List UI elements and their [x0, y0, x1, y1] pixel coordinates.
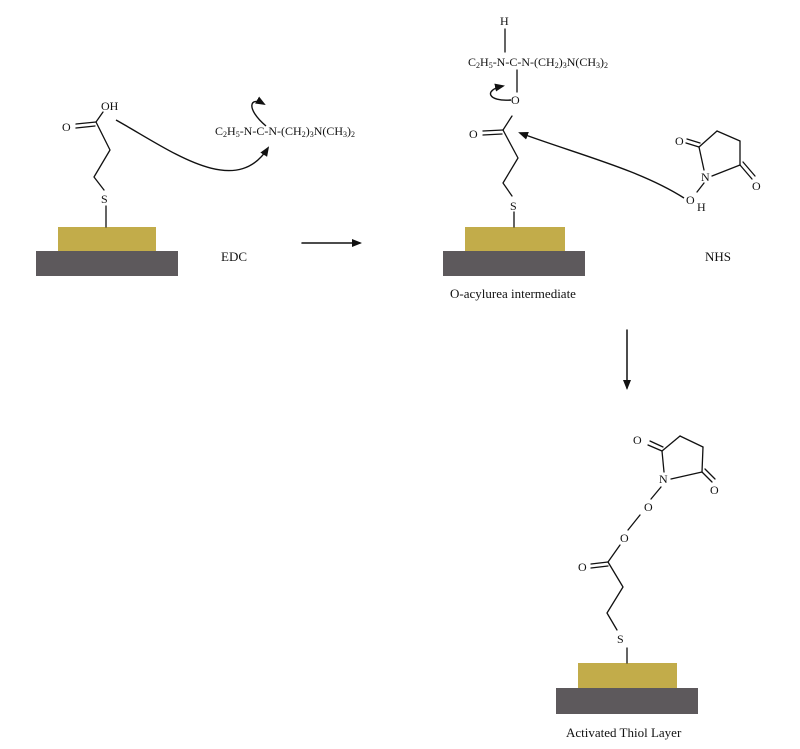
electron-arrow-loop-2 [489, 83, 512, 101]
substrate-slab-1 [36, 251, 178, 276]
succ-co-b [649, 440, 664, 448]
substrate-slab-3 [556, 688, 698, 714]
electron-arrow-loop [251, 96, 267, 127]
n-oxygen-3: O [644, 500, 653, 514]
carbonyl-oxygen-2: O [469, 127, 478, 141]
double-bond-3 [482, 129, 504, 132]
double-bond-6 [590, 565, 609, 569]
bond-c-o-ester [502, 115, 513, 131]
double-bond-4 [482, 133, 503, 136]
succ-oxygen-2: O [710, 483, 719, 497]
nhs-ring-1 [698, 146, 705, 171]
succ-ring-2 [661, 435, 681, 452]
ester-oxygen-3: O [620, 531, 629, 545]
bond-c-oh [95, 111, 104, 123]
nhs-co-c [739, 164, 753, 180]
attack-arrow-nhs-to-carbonyl [518, 131, 685, 199]
nhs-n-o [696, 182, 705, 193]
nhs-ring-2 [698, 130, 718, 148]
gold-layer-2 [465, 227, 565, 251]
succ-co-a [647, 444, 663, 452]
urea-formula: C2H5-N-C-N-(CH2)3N(CH3)2 [468, 55, 608, 70]
product-label: Activated Thiol Layer [566, 725, 682, 740]
nhs-nitrogen: N [701, 170, 710, 184]
succ-ring-3 [679, 435, 704, 448]
gold-layer-1 [58, 227, 156, 251]
nhs-co-d [742, 161, 756, 177]
succ-ring-4 [701, 446, 704, 473]
bond-o-n [650, 486, 662, 500]
nhs-label: NHS [705, 249, 731, 264]
panel-product: S O O O N O O Activated Thiol Layer [556, 433, 719, 740]
thiol-chain-3 [606, 561, 624, 631]
carbonyl-oxygen-3: O [578, 560, 587, 574]
ester-oxygen: O [511, 93, 520, 107]
urea-h: H [500, 14, 509, 28]
attack-arrow-oh-to-carbodiimide [115, 119, 270, 172]
edc-label: EDC [221, 249, 247, 264]
succ-co-c [701, 471, 713, 483]
carbonyl-oxygen: O [62, 120, 71, 134]
succ-oxygen-1: O [633, 433, 642, 447]
nhs-co-b [686, 138, 701, 144]
sulfur-atom-2: S [510, 199, 517, 213]
sulfur-atom: S [101, 192, 108, 206]
double-bond-5 [590, 561, 609, 565]
thiol-chain-2 [502, 129, 519, 197]
edc-formula: C2H5-N-C-N-(CH2)3N(CH3)2 [215, 124, 355, 139]
substrate-slab-2 [443, 251, 585, 276]
intermediate-label: O-acylurea intermediate [450, 286, 576, 301]
sulfur-atom-3: S [617, 632, 624, 646]
nhs-oxygen-1: O [675, 134, 684, 148]
nhs-co-a [685, 142, 700, 148]
hydroxyl-label: OH [101, 99, 119, 113]
succ-ring-1 [661, 450, 665, 473]
succinimide-nitrogen: N [659, 472, 668, 486]
bond-o-o [627, 514, 641, 531]
nhs-oxygen-2: O [752, 179, 761, 193]
double-bond-1 [75, 121, 97, 125]
nhs-ring-3 [716, 130, 741, 142]
bond-c-o-3 [607, 544, 621, 563]
double-bond-2 [75, 125, 96, 129]
panel-intermediate: S O O H C2H5-N-C-N-(CH2)3N(CH3)2 O O N O… [443, 14, 761, 301]
thiol-chain [93, 121, 111, 191]
nhs-hydroxyl: O [686, 193, 695, 207]
succ-ring-5 [670, 471, 703, 480]
panel-start: S OH O C2H5-N-C-N-(CH2)3N(CH3)2 EDC [36, 96, 355, 276]
nhs-ring-5 [711, 164, 741, 177]
gold-layer-3 [578, 663, 677, 688]
succ-co-d [704, 468, 716, 480]
nhs-hydroxyl-h: H [697, 200, 706, 214]
